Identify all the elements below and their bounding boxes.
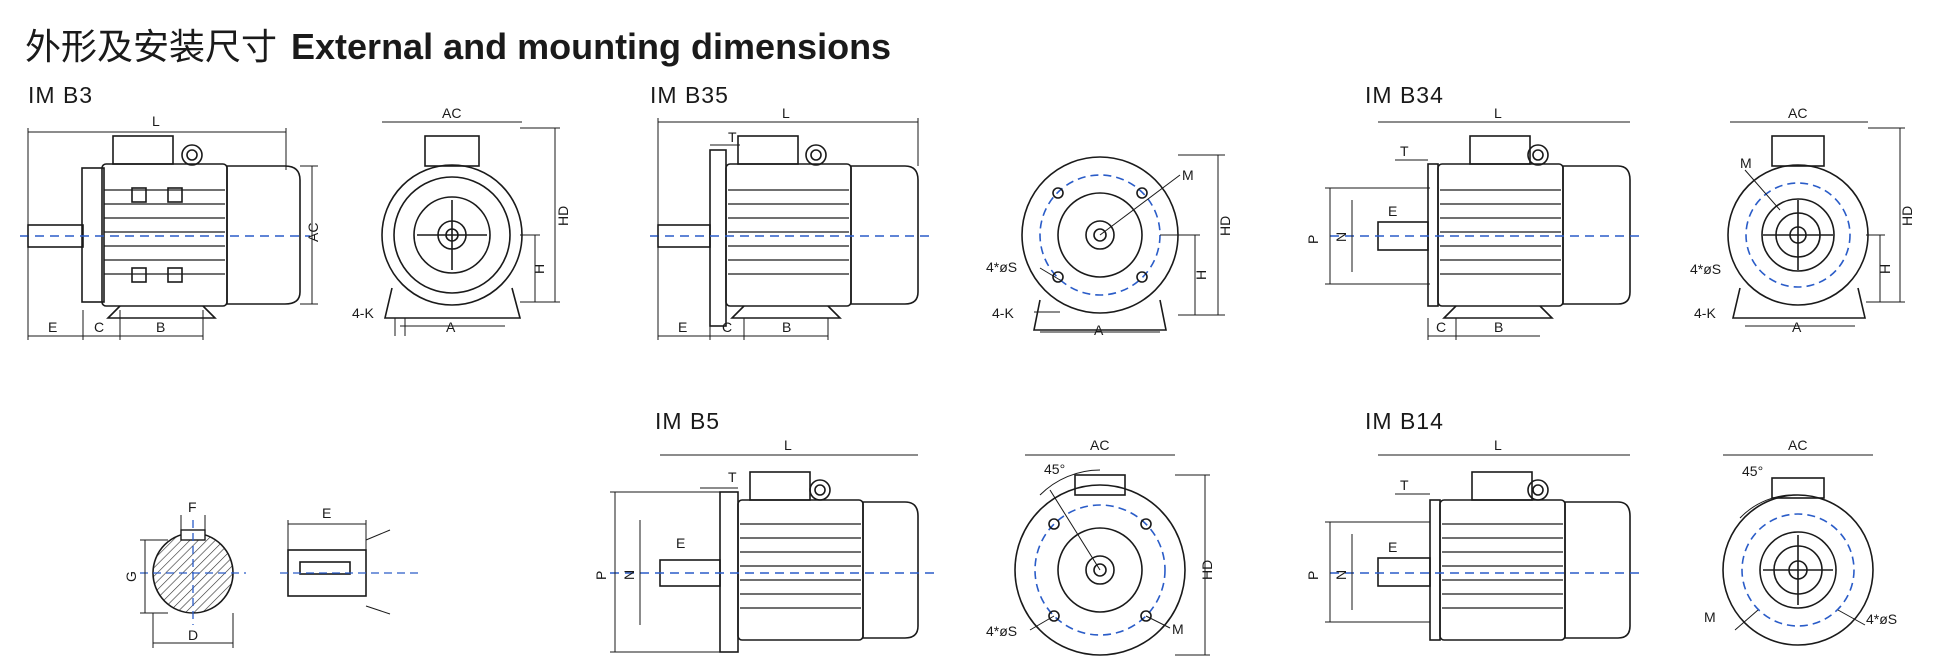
label-im-b3: IM B3 [28, 82, 94, 108]
b3-end-view [381, 135, 523, 319]
b34-dim-l: L [1494, 105, 1502, 121]
b35-dim-l: L [782, 105, 790, 121]
b35-end-dim-hd: HD [1217, 216, 1233, 236]
b14-dim-p: P [1305, 571, 1321, 580]
b35-end-dim-m: M [1182, 167, 1194, 183]
b35-end-view [1021, 156, 1179, 331]
shaft-cross-section [140, 515, 246, 648]
shaft-dim-d: D [188, 627, 198, 643]
b34-dim-c: C [1436, 319, 1446, 335]
b3-feet [106, 305, 217, 319]
b5-side-view [659, 471, 919, 653]
shaft-side-dim-e: E [322, 505, 331, 521]
b35-dim-t: T [728, 129, 737, 145]
b14-end-dim-ac: AC [1788, 437, 1807, 453]
b35-side-view [657, 135, 919, 327]
b3-dim-l: L [152, 113, 160, 129]
b34-side-view [1377, 135, 1631, 319]
b3-end-dim-h: H [531, 264, 547, 274]
b3-terminal-box [112, 135, 174, 165]
shaft-side-detail [287, 520, 391, 615]
label-im-b34: IM B34 [1365, 82, 1444, 108]
b34-dim-n: N [1333, 232, 1349, 242]
b34-dim-p: P [1305, 235, 1321, 244]
b3-end-dim-hd: HD [555, 206, 571, 226]
shaft-dim-f: F [188, 499, 197, 515]
b14-dim-n: N [1333, 570, 1349, 580]
b3-dim-e: E [48, 319, 57, 335]
b3-end-dimension-lines [382, 121, 560, 336]
b14-end-dim-m: M [1704, 609, 1716, 625]
b5-dim-t: T [728, 469, 737, 485]
b14-end-dimension-lines [1723, 454, 1873, 631]
b34-end-dim-a: A [1792, 319, 1802, 335]
b34-dimension-lines [1325, 121, 1630, 340]
label-im-b5: IM B5 [655, 408, 721, 434]
b35-dimension-lines [657, 118, 919, 340]
b5-dim-l: L [784, 437, 792, 453]
label-im-b35: IM B35 [650, 82, 729, 108]
b5-dim-e: E [676, 535, 685, 551]
b35-end-dimension-lines [1034, 154, 1225, 333]
b34-end-dim-hd: HD [1899, 206, 1915, 226]
b34-end-dim-m: M [1740, 155, 1752, 171]
b14-end-dim-angle: 45° [1742, 463, 1763, 479]
b3-dim-ac: AC [305, 223, 321, 242]
b3-end-dim-k: 4-K [352, 305, 374, 321]
b5-end-dim-s: 4*øS [986, 623, 1017, 639]
b35-dim-e: E [678, 319, 687, 335]
b34-end-dimension-lines [1730, 121, 1905, 327]
b35-dim-b: B [782, 319, 791, 335]
b35-dim-c: C [722, 319, 732, 335]
b5-end-dim-hd: HD [1199, 560, 1215, 580]
b5-end-dim-ac: AC [1090, 437, 1109, 453]
b14-end-dim-s: 4*øS [1866, 611, 1897, 627]
b3-flange-end [81, 167, 105, 303]
b34-end-dim-s: 4*øS [1690, 261, 1721, 277]
b34-end-dim-h: H [1877, 264, 1893, 274]
b14-end-view [1722, 477, 1874, 646]
b5-end-view [1014, 469, 1186, 656]
b5-end-dim-angle: 45° [1044, 461, 1065, 477]
b5-flange [719, 491, 739, 653]
shaft-dim-g: G [123, 571, 139, 582]
b35-flange [709, 149, 727, 327]
b3-lifting-eye [181, 144, 203, 166]
b3-end-dim-a: A [446, 319, 456, 335]
b5-end-dimension-lines [1025, 454, 1210, 656]
b5-dim-p: P [593, 571, 609, 580]
b34-dim-b: B [1494, 319, 1503, 335]
b14-dimension-lines [1325, 454, 1630, 623]
b3-dim-b: B [156, 319, 165, 335]
b34-end-dim-k: 4-K [1694, 305, 1716, 321]
b3-frame [101, 163, 228, 307]
b14-dim-l: L [1494, 437, 1502, 453]
b34-end-view [1727, 135, 1869, 319]
b35-end-dim-a: A [1094, 322, 1104, 338]
b34-dim-t: T [1400, 143, 1409, 159]
b14-dim-e: E [1388, 539, 1397, 555]
title-chinese: 外形及安装尺寸 [25, 27, 278, 68]
b3-end-dim-ac: AC [442, 105, 461, 121]
b5-dim-n: N [621, 570, 637, 580]
title-english: External and mounting dimensions [291, 26, 892, 67]
b3-fan-cover [226, 165, 301, 305]
page-title: 外形及安装尺寸 External and mounting dimensions [25, 18, 891, 70]
b35-end-dim-k: 4-K [992, 305, 1014, 321]
b14-side-view [1377, 471, 1631, 641]
b14-dim-t: T [1400, 477, 1409, 493]
label-im-b14: IM B14 [1365, 408, 1444, 434]
b3-dimension-lines [27, 128, 318, 340]
b5-dimension-lines [610, 454, 918, 653]
b34-dim-e: E [1388, 203, 1397, 219]
b5-end-dim-m: M [1172, 621, 1184, 637]
b35-end-dim-s: 4*øS [986, 259, 1017, 275]
b34-end-dim-ac: AC [1788, 105, 1807, 121]
b35-end-dim-h: H [1193, 270, 1209, 280]
b3-dim-c: C [94, 319, 104, 335]
b3-side-view [27, 135, 301, 319]
